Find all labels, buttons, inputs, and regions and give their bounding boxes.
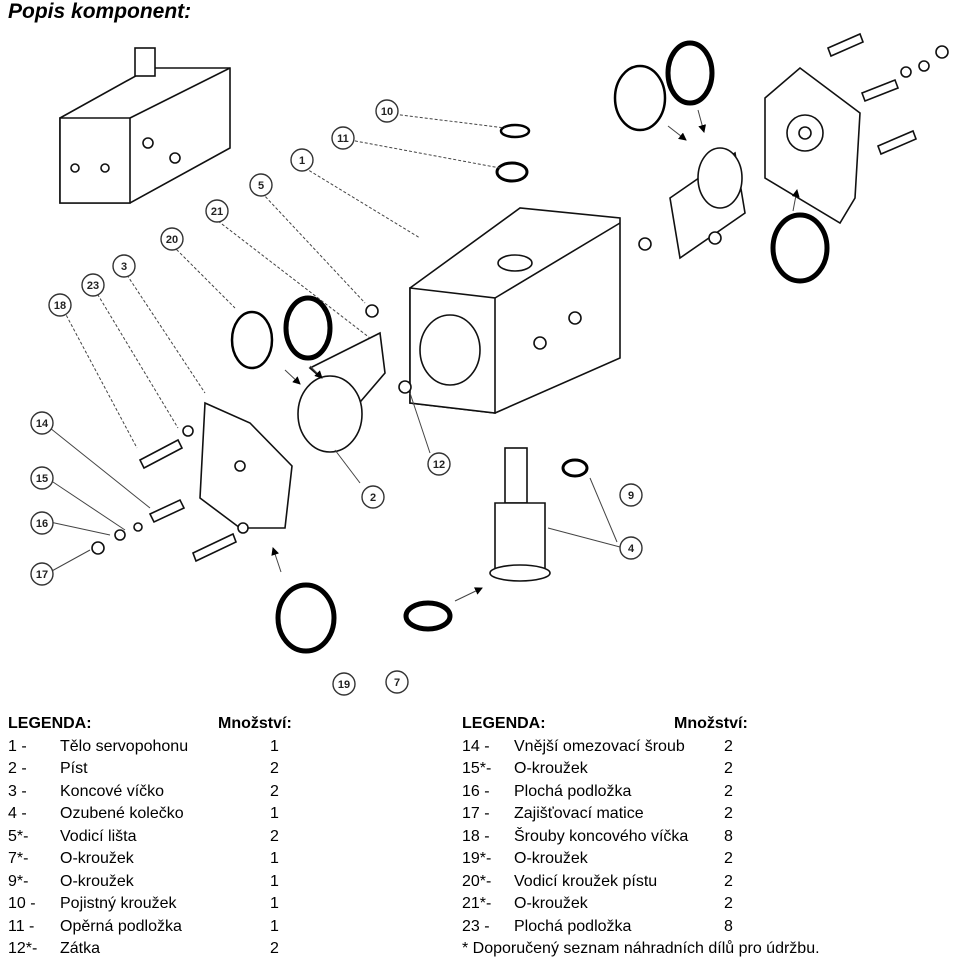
svg-text:4: 4	[628, 543, 635, 555]
callout-16: 16	[30, 511, 54, 535]
svg-text:12: 12	[433, 459, 445, 471]
assembly-arrows	[271, 109, 800, 602]
legend-header-label: LEGENDA:	[462, 715, 546, 732]
svg-text:17: 17	[36, 569, 48, 581]
fasteners	[91, 32, 949, 563]
legend-footnote-row: * Doporučený seznam náhradních dílů pro …	[462, 938, 960, 961]
piston-left	[297, 331, 386, 453]
callout-17: 17	[30, 562, 54, 586]
callout-11: 11	[331, 126, 355, 150]
leader-lines	[49, 112, 621, 573]
svg-text:19: 19	[338, 679, 350, 691]
legend-right: LEGENDA: Množství: 14 -Vnější omezovací …	[462, 713, 960, 961]
callout-9: 9	[619, 483, 643, 507]
actuator-body	[409, 207, 621, 414]
svg-text:10: 10	[381, 106, 393, 118]
callout-19: 19	[332, 672, 356, 696]
pinion	[489, 447, 551, 582]
end-cap-right	[764, 66, 861, 225]
svg-text:21: 21	[211, 206, 223, 218]
callout-1: 1	[290, 148, 314, 172]
legend-header: LEGENDA: Množství:	[8, 713, 448, 736]
svg-text:1: 1	[299, 155, 305, 167]
callout-7: 7	[385, 670, 409, 694]
callout-14: 14	[30, 411, 54, 435]
spare-parts-footnote: * Doporučený seznam náhradních dílů pro …	[462, 940, 820, 957]
callout-15: 15	[30, 466, 54, 490]
callout-20: 20	[160, 227, 184, 251]
callout-12: 12	[427, 452, 451, 476]
part-callouts: 1 2 3 4 5 7 9 10 11 12 14 15 16 17 18 19…	[30, 99, 643, 696]
svg-text:2: 2	[370, 492, 376, 504]
callout-23: 23	[81, 273, 105, 297]
piston-right	[669, 147, 746, 260]
o-rings	[230, 40, 830, 654]
callout-21: 21	[205, 199, 229, 223]
callout-5: 5	[249, 173, 273, 197]
svg-text:15: 15	[36, 473, 48, 485]
svg-text:23: 23	[87, 280, 99, 292]
legend-header-label: LEGENDA:	[8, 715, 92, 732]
svg-text:16: 16	[36, 518, 48, 530]
svg-text:18: 18	[54, 300, 66, 312]
callout-10: 10	[375, 99, 399, 123]
legend-header-qty: Množství:	[218, 715, 292, 732]
callout-3: 3	[112, 254, 136, 278]
exploded-view-diagram: 1 2 3 4 5 7 9 10 11 12 14 15 16 17 18 19…	[30, 32, 949, 696]
end-cap-left	[199, 401, 293, 529]
legend-header: LEGENDA: Množství:	[462, 713, 960, 736]
legend-header-qty: Množství:	[674, 715, 748, 732]
callout-4: 4	[619, 536, 643, 560]
page-title: Popis komponent:	[8, 0, 192, 23]
svg-text:9: 9	[628, 490, 634, 502]
assembled-actuator	[59, 47, 231, 204]
svg-text:3: 3	[121, 261, 127, 273]
svg-text:11: 11	[337, 133, 349, 145]
svg-text:20: 20	[166, 234, 178, 246]
callout-2: 2	[361, 485, 385, 509]
svg-text:5: 5	[258, 180, 264, 192]
svg-text:7: 7	[394, 677, 400, 689]
svg-text:14: 14	[36, 418, 49, 430]
callout-18: 18	[48, 293, 72, 317]
